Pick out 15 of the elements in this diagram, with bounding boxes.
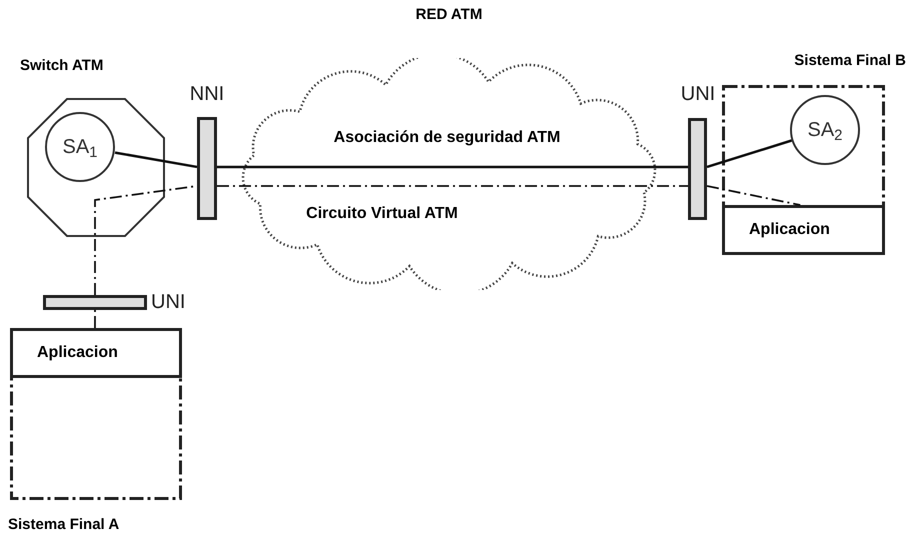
system-heading: Sistema Final A — [8, 514, 120, 534]
node-heading: Switch ATM — [20, 56, 104, 76]
connector-line — [217, 166, 688, 168]
dash-dot-connector — [217, 185, 688, 187]
network-label: RED ATM — [414, 5, 484, 25]
dash-dot-connector — [706, 185, 800, 206]
dash-dot-connector — [94, 310, 96, 328]
interface-label: UNI — [151, 292, 186, 312]
interface-label: UNI — [680, 82, 716, 106]
connector-line — [706, 139, 792, 168]
interface-label: NNI — [188, 82, 226, 106]
application-box: Aplicacion — [722, 205, 885, 255]
connector-line — [114, 151, 198, 168]
application-box: Aplicacion — [10, 328, 182, 378]
system-heading: Sistema Final B — [794, 51, 906, 71]
